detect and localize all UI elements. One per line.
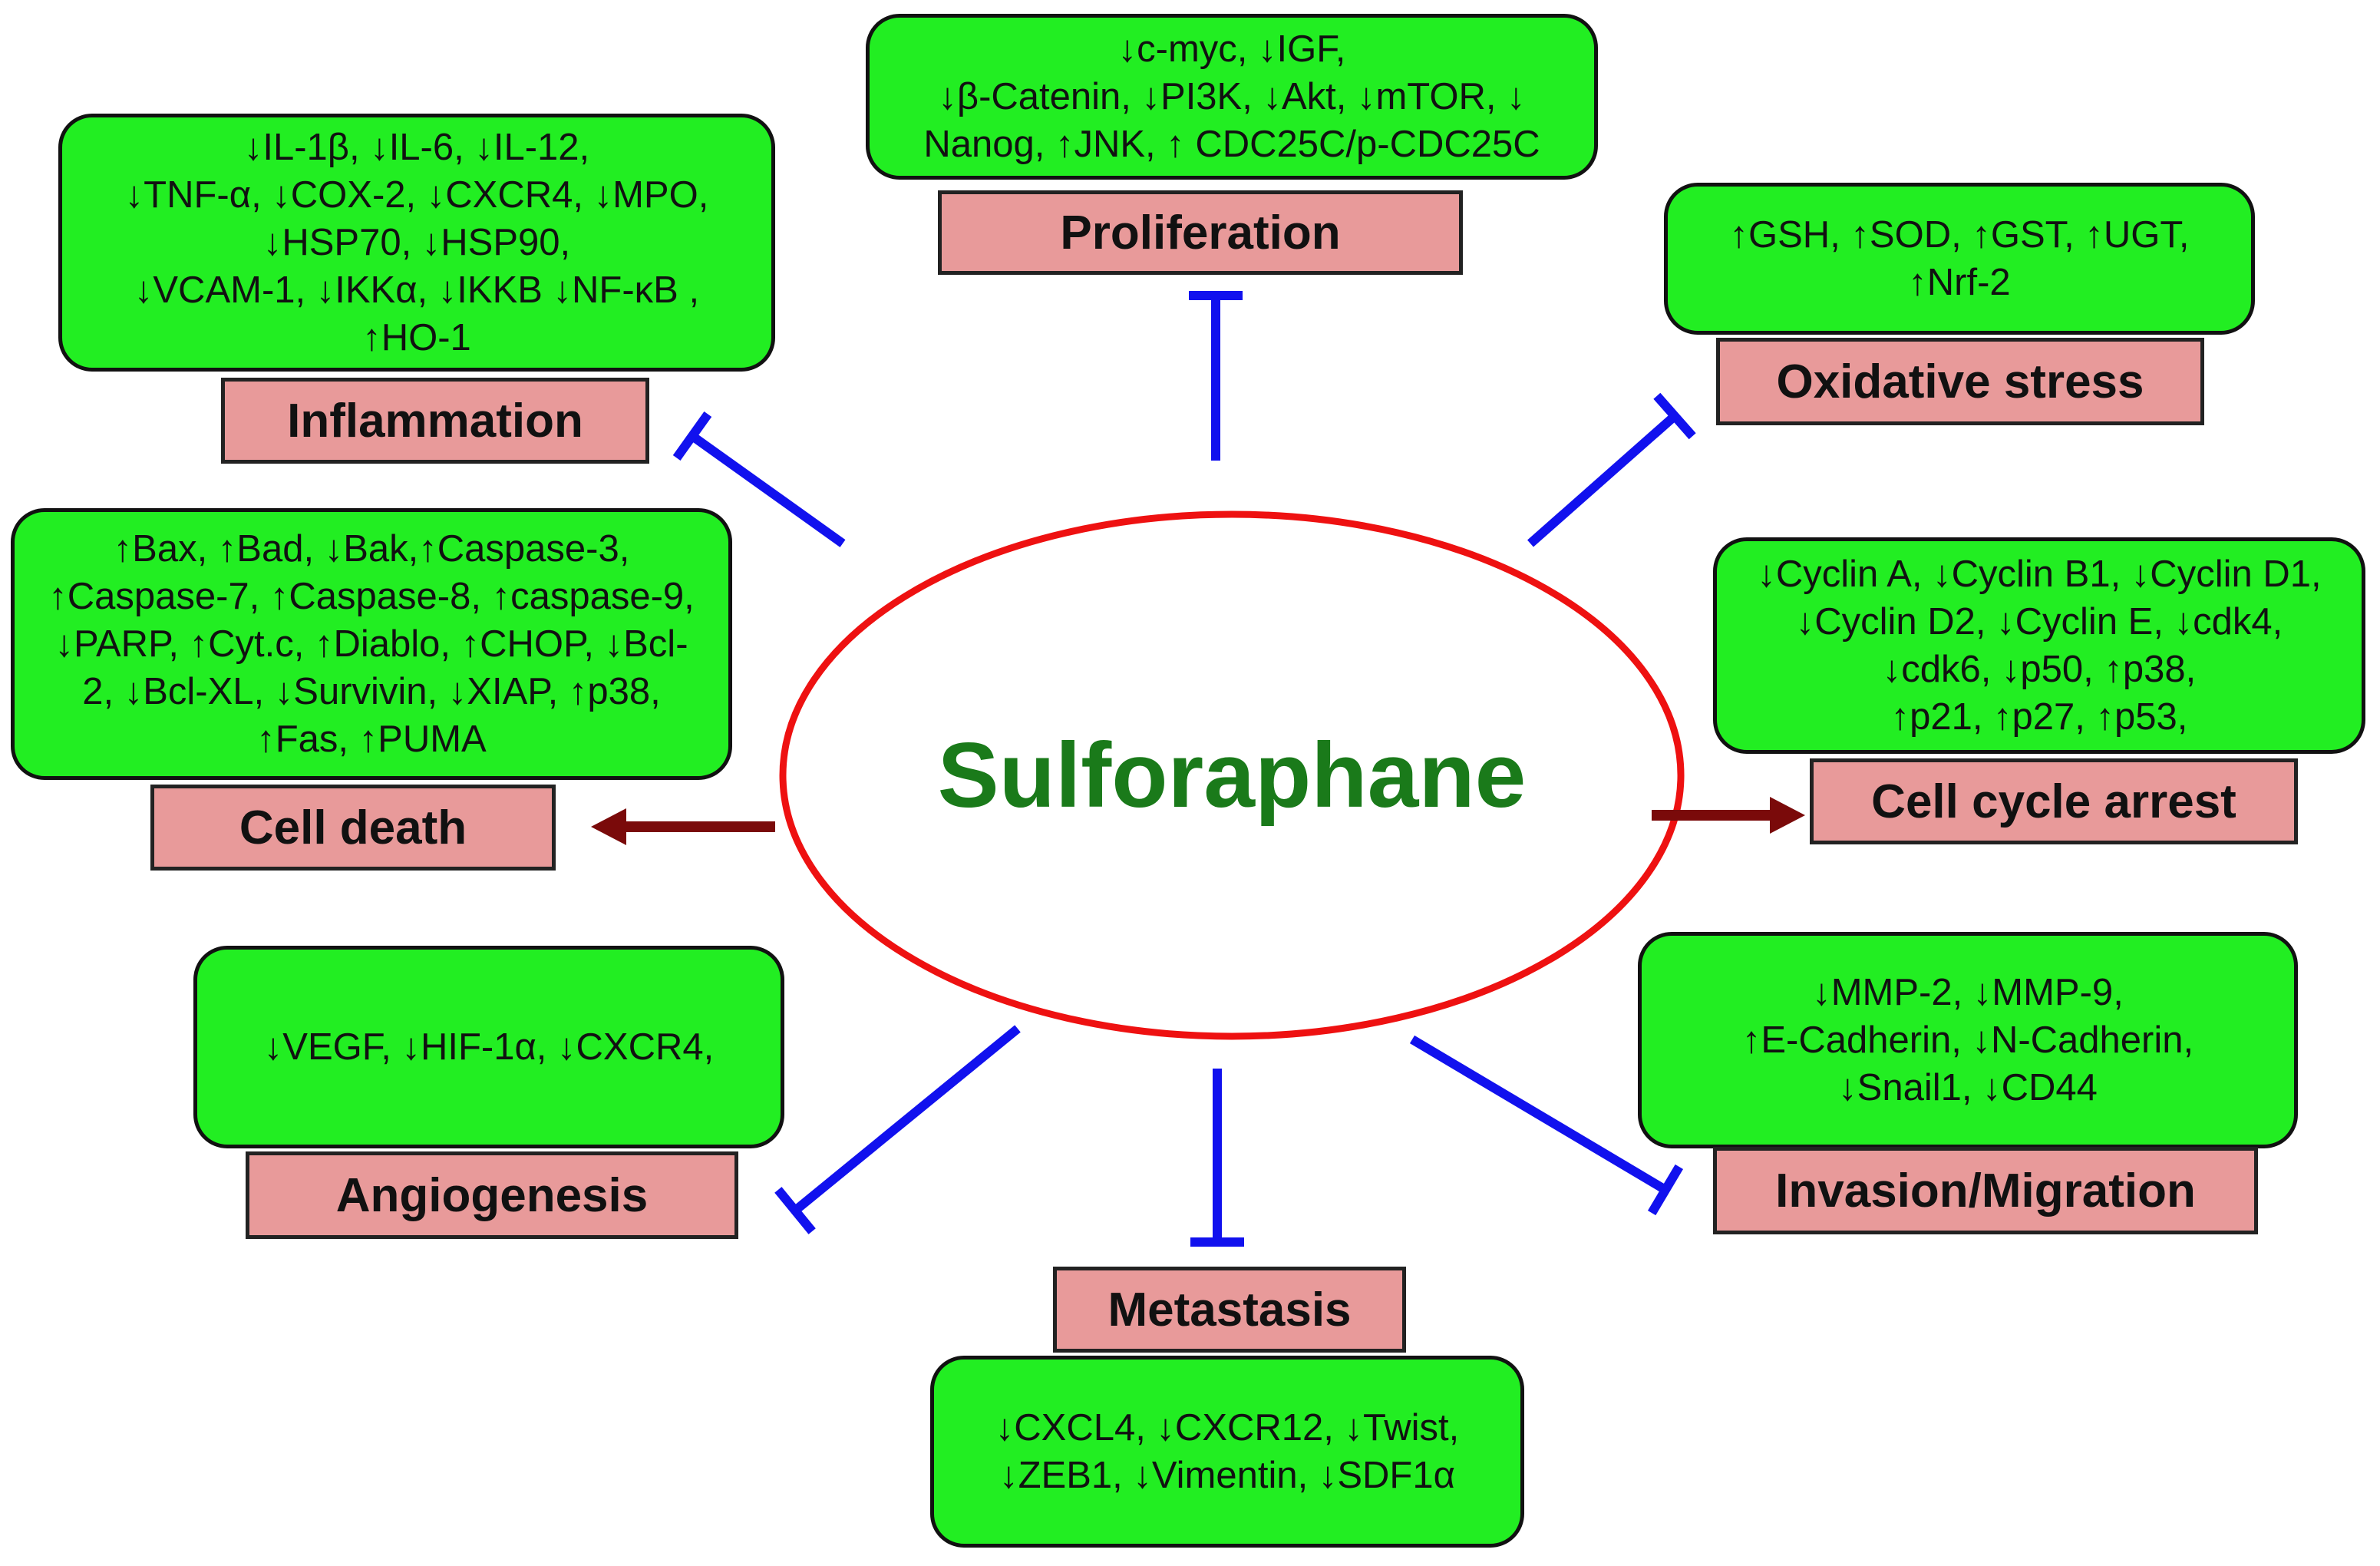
oxidative-stress-label: Oxidative stress bbox=[1716, 338, 2204, 425]
cell-cycle-arrest-effect-line: ↓cdk6, ↓p50, ↑p38, bbox=[1882, 649, 2197, 690]
angiogenesis-effects-box: ↓VEGF, ↓HIF-1α, ↓CXCR4, bbox=[193, 946, 784, 1148]
oxidative-stress-effects-box: ↑GSH, ↑SOD, ↑GST, ↑UGT, ↑Nrf-2 bbox=[1664, 183, 2255, 335]
cell-cycle-arrest-effect-line: ↓Cyclin A, ↓Cyclin B1, ↓Cyclin D1, bbox=[1757, 553, 2322, 595]
invasion-migration-effect-line: ↓Snail1, ↓CD44 bbox=[1838, 1067, 2098, 1108]
invasion-migration-inhibit-line bbox=[1409, 1035, 1669, 1194]
inflammation-inhibit-bar bbox=[672, 411, 712, 461]
cell-death-arrow-head bbox=[591, 808, 626, 845]
inflammation-effect-line: ↑HO-1 bbox=[362, 317, 471, 358]
metastasis-effect-line: ↓CXCL4, ↓CXCR12, ↓Twist, bbox=[995, 1407, 1460, 1449]
cell-cycle-arrest-effects-box: ↓Cyclin A, ↓Cyclin B1, ↓Cyclin D1, ↓Cycli… bbox=[1713, 537, 2365, 754]
inflammation-effect-line: ↓TNF-α, ↓COX-2, ↓CXCR4, ↓MPO, bbox=[124, 174, 709, 216]
center-title: Sulforaphane bbox=[937, 724, 1527, 827]
cell-death-label: Cell death bbox=[150, 785, 556, 871]
oxidative-stress-inhibit-bar bbox=[1653, 392, 1696, 440]
oxidative-stress-effect-line: ↑GSH, ↑SOD, ↑GST, ↑UGT, bbox=[1729, 214, 2190, 256]
metastasis-effects-box: ↓CXCL4, ↓CXCR12, ↓Twist, ↓ZEB1, ↓Vimentin… bbox=[930, 1356, 1524, 1548]
cell-death-effect-line: ↓PARP, ↑Cyt.c, ↑Diablo, ↑CHOP, ↓Bcl- bbox=[54, 623, 688, 665]
cell-death-effect-line: ↑Bax, ↑Bad, ↓Bak,↑Caspase-3, bbox=[113, 528, 630, 570]
proliferation-effects-box: ↓c-myc, ↓IGF, ↓β-Catenin, ↓PI3K, ↓Akt, ↓m… bbox=[866, 14, 1598, 180]
cell-cycle-arrest-effect-line: ↑p21, ↑p27, ↑p53, bbox=[1890, 696, 2188, 738]
invasion-migration-effect-line: ↑E-Cadherin, ↓N-Cadherin, bbox=[1741, 1019, 2194, 1061]
angiogenesis-inhibit-line bbox=[792, 1025, 1021, 1214]
inflammation-inhibit-line bbox=[689, 432, 846, 547]
cell-cycle-arrest-label: Cell cycle arrest bbox=[1810, 758, 2298, 844]
angiogenesis-label: Angiogenesis bbox=[246, 1151, 738, 1239]
angiogenesis-inhibit-bar bbox=[774, 1187, 816, 1234]
invasion-migration-effects-box: ↓MMP-2, ↓MMP-9, ↑E-Cadherin, ↓N-Cadherin,… bbox=[1638, 932, 2298, 1148]
proliferation-label: Proliferation bbox=[938, 190, 1463, 275]
inflammation-effect-line: ↓VCAM-1, ↓IKKα, ↓IKKB ↓NF-κB , bbox=[134, 269, 700, 311]
metastasis-label: Metastasis bbox=[1053, 1267, 1406, 1353]
inflammation-label: Inflammation bbox=[221, 378, 649, 464]
invasion-migration-inhibit-bar bbox=[1647, 1164, 1684, 1216]
angiogenesis-effect-line: ↓VEGF, ↓HIF-1α, ↓CXCR4, bbox=[263, 1026, 715, 1068]
cell-death-effect-line: ↑Fas, ↑PUMA bbox=[256, 719, 487, 760]
oxidative-stress-inhibit-line bbox=[1527, 412, 1678, 547]
cell-cycle-arrest-arrow-head bbox=[1770, 797, 1805, 834]
inflammation-effect-line: ↓IL-1β, ↓IL-6, ↓IL-12, bbox=[243, 127, 590, 168]
cell-death-effect-line: ↑Caspase-7, ↑Caspase-8, ↑caspase-9, bbox=[48, 576, 695, 617]
center-ellipse bbox=[779, 510, 1685, 1040]
proliferation-effect-line: ↓c-myc, ↓IGF, bbox=[1117, 28, 1346, 70]
cell-cycle-arrest-effect-line: ↓Cyclin D2, ↓Cyclin E, ↓cdk4, bbox=[1795, 601, 2283, 643]
oxidative-stress-effect-line: ↑Nrf-2 bbox=[1908, 262, 2011, 303]
metastasis-effect-line: ↓ZEB1, ↓Vimentin, ↓SDF1α bbox=[999, 1455, 1455, 1496]
inflammation-effects-box: ↓IL-1β, ↓IL-6, ↓IL-12, ↓TNF-α, ↓COX-2, ↓C… bbox=[58, 114, 775, 372]
invasion-migration-effect-line: ↓MMP-2, ↓MMP-9, bbox=[1812, 972, 2124, 1013]
proliferation-effect-line: Nanog, ↑JNK, ↑ CDC25C/p-CDC25C bbox=[923, 124, 1540, 165]
invasion-migration-label: Invasion/Migration bbox=[1713, 1147, 2258, 1234]
cell-death-effect-line: 2, ↓Bcl-XL, ↓Survivin, ↓XIAP, ↑p38, bbox=[82, 671, 661, 712]
inflammation-effect-line: ↓HSP70, ↓HSP90, bbox=[262, 222, 571, 263]
cell-death-effects-box: ↑Bax, ↑Bad, ↓Bak,↑Caspase-3, ↑Caspase-7, … bbox=[11, 508, 732, 780]
proliferation-effect-line: ↓β-Catenin, ↓PI3K, ↓Akt, ↓mTOR, ↓ bbox=[938, 76, 1526, 117]
